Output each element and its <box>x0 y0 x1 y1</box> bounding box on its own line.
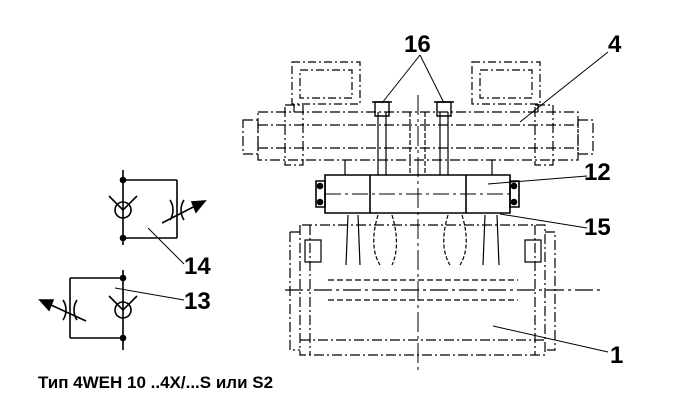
check-throttle-symbol-14 <box>109 170 205 245</box>
callout-1: 1 <box>610 342 624 369</box>
callout-13: 13 <box>184 288 211 315</box>
main-valve-details <box>285 215 600 300</box>
solenoid-plugs <box>292 62 540 112</box>
drawing-caption: Тип 4WEH 10 ..4X/...S или S2 <box>38 373 274 392</box>
callout-12: 12 <box>584 159 611 186</box>
callout-14: 14 <box>184 253 211 280</box>
callout-16: 16 <box>404 31 431 58</box>
leader-lines <box>115 52 608 352</box>
callout-15: 15 <box>584 214 611 241</box>
callout-4: 4 <box>608 31 622 58</box>
pilot-internals <box>345 112 492 175</box>
main-valve-body <box>290 225 555 355</box>
check-throttle-symbol-13 <box>40 270 137 350</box>
throttle-screws <box>372 102 454 116</box>
